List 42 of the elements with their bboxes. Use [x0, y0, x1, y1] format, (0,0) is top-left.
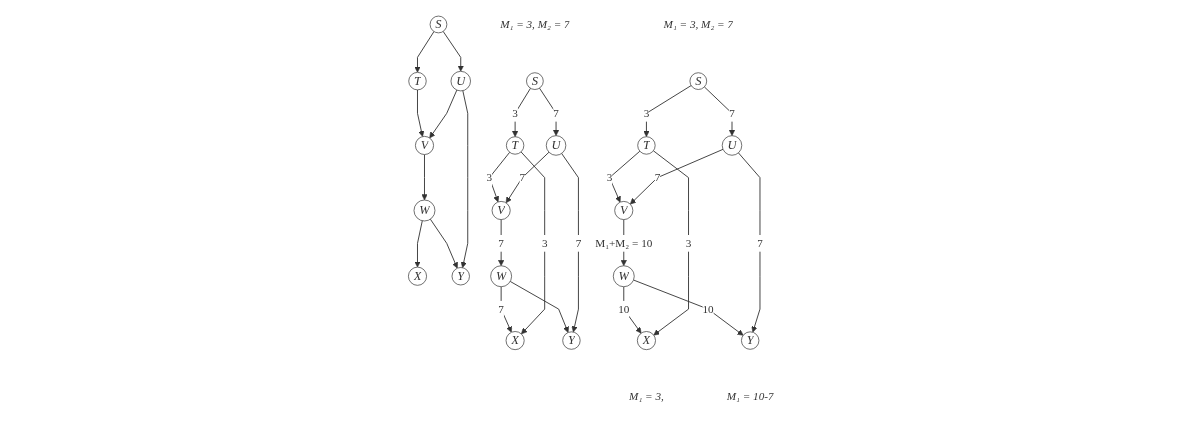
edge-label: 3	[606, 171, 613, 184]
node-circle: Y	[562, 331, 581, 350]
edge-label: 7	[729, 107, 735, 119]
node-circle: U	[545, 135, 567, 156]
edge-label: 10	[702, 302, 714, 315]
node-circle: Y	[741, 331, 760, 350]
node-label: M₁ = 3,	[629, 390, 664, 403]
node-circle: W	[490, 265, 512, 288]
edge-label: 7	[654, 171, 661, 184]
node-circle: V	[491, 201, 511, 220]
edge-label: 7	[575, 237, 582, 249]
node-circle: X	[637, 331, 656, 351]
node-circle: U	[450, 71, 471, 92]
edge-label: 3	[512, 107, 518, 119]
edge-label: 7	[553, 107, 559, 119]
node-circle: W	[612, 265, 635, 288]
edge-label: 3	[541, 237, 548, 249]
node-circle: X	[505, 331, 525, 351]
edge-label: 3	[643, 107, 650, 119]
node-circle: T	[408, 72, 427, 91]
node-circle: T	[506, 136, 525, 155]
edge-label: 7	[498, 237, 504, 249]
node-label: M₁ = 10-7	[726, 390, 774, 403]
edge-label: M₁+M₂ = 10	[595, 237, 653, 249]
edge-label: 3	[685, 237, 692, 249]
node-label: M₁ = 3, M₂ = 7	[663, 18, 734, 31]
node-circle: T	[637, 136, 656, 155]
edge-label: 7	[519, 171, 526, 184]
node-circle: Y	[451, 267, 470, 286]
node-circle: S	[689, 72, 708, 90]
edge-label: 3	[486, 171, 493, 184]
node-circle: V	[614, 201, 634, 220]
node-circle: V	[415, 136, 434, 155]
node-circle: U	[721, 135, 743, 156]
edge-label: 10	[618, 302, 630, 315]
node-label: M₁ = 3, M₂ = 7	[500, 18, 570, 31]
node-circle: X	[408, 266, 427, 286]
edge-label: 7	[498, 302, 504, 315]
node-circle: S	[526, 72, 544, 90]
node-circle: S	[429, 15, 448, 34]
node-circle: W	[413, 199, 436, 222]
edge-label: 7	[757, 237, 763, 249]
